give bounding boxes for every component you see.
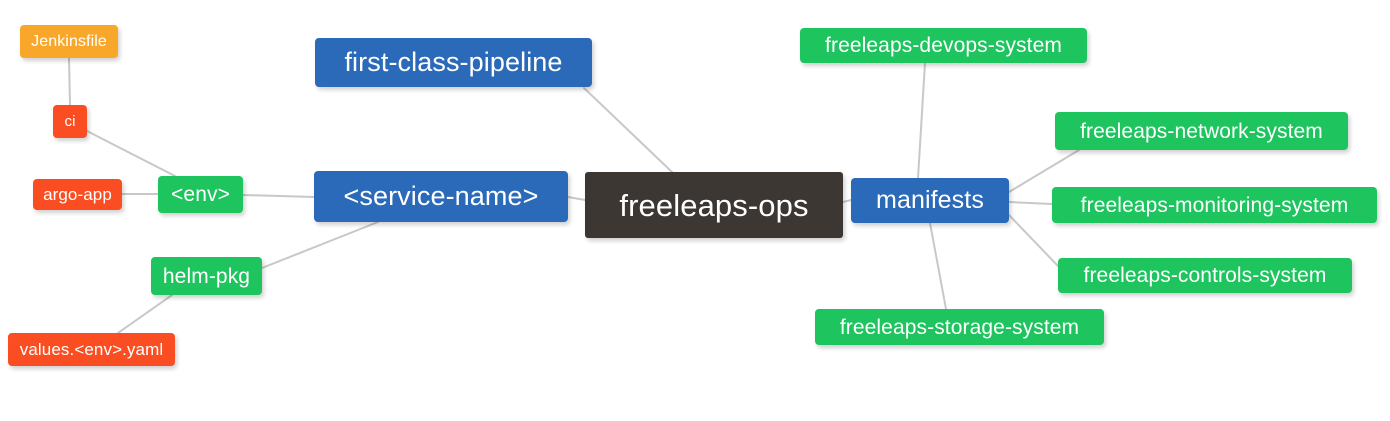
mindmap-node-freeleaps-network-system[interactable]: freeleaps-network-system	[1055, 112, 1348, 150]
mindmap-node-helm-pkg[interactable]: helm-pkg	[151, 257, 262, 295]
node-label: freeleaps-controls-system	[1083, 264, 1327, 287]
mindmap-node-manifests[interactable]: manifests	[851, 178, 1009, 223]
mindmap-node-freeleaps-devops-system[interactable]: freeleaps-devops-system	[800, 28, 1087, 63]
mindmap-node-freeleaps-monitoring-system[interactable]: freeleaps-monitoring-system	[1052, 187, 1377, 223]
mindmap-node-jenkinsfile[interactable]: Jenkinsfile	[20, 25, 118, 58]
mindmap-node-argo-app[interactable]: argo-app	[33, 179, 122, 210]
node-label: freeleaps-storage-system	[839, 315, 1080, 339]
mindmap-node-freeleaps-controls-system[interactable]: freeleaps-controls-system	[1058, 258, 1352, 293]
node-label: manifests	[876, 186, 984, 214]
node-label: freeleaps-network-system	[1080, 119, 1323, 143]
mindmap-node-env[interactable]: <env>	[158, 176, 243, 213]
node-label: helm-pkg	[162, 264, 251, 288]
node-label: values.<env>.yaml	[19, 340, 164, 359]
mindmap-node-freeleaps-storage-system[interactable]: freeleaps-storage-system	[815, 309, 1104, 345]
mindmap-node-values-yaml[interactable]: values.<env>.yaml	[8, 333, 175, 366]
mindmap-node-freeleaps-ops[interactable]: freeleaps-ops	[585, 172, 843, 238]
mindmap-node-service-name[interactable]: <service-name>	[314, 171, 568, 222]
mindmap-node-ci[interactable]: ci	[53, 105, 87, 138]
node-label: freeleaps-ops	[619, 187, 809, 223]
node-label: freeleaps-devops-system	[825, 34, 1062, 57]
node-label: freeleaps-monitoring-system	[1080, 193, 1349, 217]
node-label: first-class-pipeline	[344, 47, 563, 77]
node-label: argo-app	[43, 185, 112, 204]
node-label: <env>	[171, 183, 230, 206]
mindmap-node-first-class-pipeline[interactable]: first-class-pipeline	[315, 38, 592, 87]
node-label: ci	[64, 113, 76, 130]
node-label: <service-name>	[343, 181, 539, 211]
node-label: Jenkinsfile	[31, 32, 107, 50]
